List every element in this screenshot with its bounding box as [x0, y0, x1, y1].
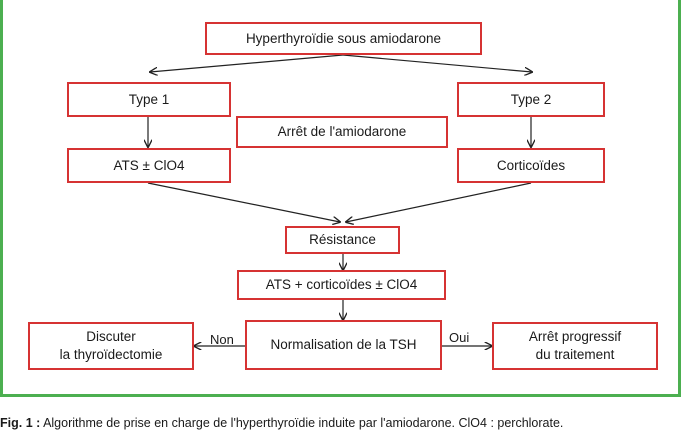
node-tsh: Normalisation de la TSH [245, 320, 442, 370]
node-cortico-label: Corticoïdes [496, 157, 566, 173]
node-arret-line2: du traitement [535, 347, 615, 362]
node-type2: Type 2 [457, 82, 605, 117]
node-arret-progressif: Arrêt progressif du traitement [492, 322, 658, 370]
node-root: Hyperthyroïdie sous amiodarone [205, 22, 482, 55]
node-resistance: Résistance [285, 226, 400, 254]
arrow-root-type1 [150, 54, 344, 72]
caption-text: Algorithme de prise en charge de l'hyper… [40, 416, 564, 430]
node-ats-label: ATS ± ClO4 [113, 157, 185, 173]
edge-label-non: Non [210, 332, 234, 347]
node-type1: Type 1 [67, 82, 231, 117]
node-thyroidectomy: Discuter la thyroïdectomie [28, 322, 194, 370]
node-type2-label: Type 2 [510, 91, 552, 107]
node-cortico: Corticoïdes [457, 148, 605, 183]
arrow-root-type2 [342, 54, 532, 72]
diagram-frame [0, 0, 681, 397]
node-stop: Arrêt de l'amiodarone [236, 116, 448, 148]
caption-label: Fig. 1 : [0, 416, 41, 430]
arrow-ats-resistance [147, 182, 340, 222]
node-combo-label: ATS + corticoïdes ± ClO4 [265, 277, 418, 292]
figure-caption: Fig. 1 : Algorithme de prise en charge d… [0, 416, 686, 430]
node-stop-label: Arrêt de l'amiodarone [277, 124, 407, 139]
node-resistance-label: Résistance [309, 232, 376, 247]
node-combo: ATS + corticoïdes ± ClO4 [237, 270, 446, 300]
edge-label-oui: Oui [449, 330, 470, 345]
node-ats: ATS ± ClO4 [67, 148, 231, 183]
node-tsh-label: Normalisation de la TSH [270, 337, 417, 352]
arrow-cortico-resistance [346, 182, 532, 222]
node-arret-line1: Arrêt progressif [528, 329, 622, 344]
node-thyroidectomy-line1: Discuter [86, 329, 136, 344]
node-root-label: Hyperthyroïdie sous amiodarone [245, 30, 442, 46]
node-type1-label: Type 1 [128, 91, 170, 107]
node-thyroidectomy-line2: la thyroïdectomie [59, 347, 163, 362]
